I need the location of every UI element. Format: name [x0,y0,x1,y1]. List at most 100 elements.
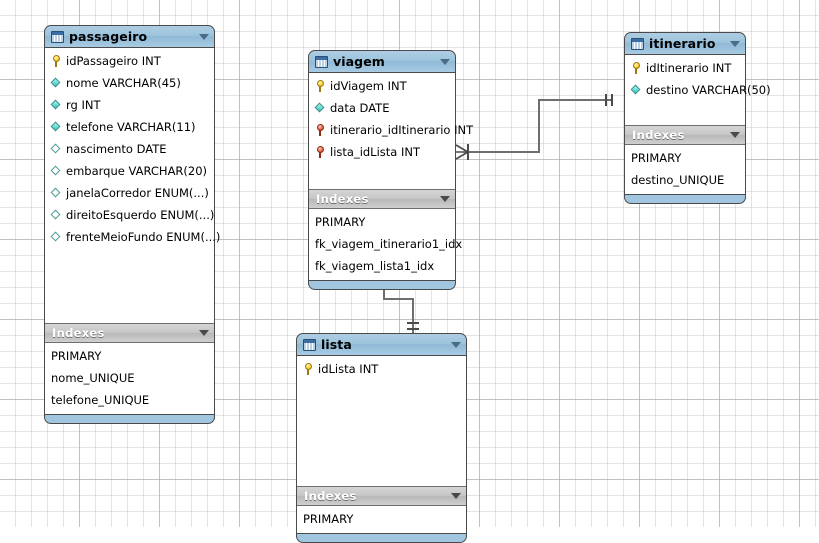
table-footer-viagem [308,281,456,290]
columns-list-passageiro: idPassageiro INT nome VARCHAR(45) rg INT te… [45,48,220,323]
indexes-label: Indexes [52,326,105,340]
chevron-down-icon[interactable] [730,132,740,138]
table-name-itinerario: itinerario [649,36,716,51]
column-label: frenteMeioFundo ENUM(...) [66,230,221,244]
diamond-filled-icon [51,99,62,111]
table-header-lista[interactable]: lista [296,333,467,356]
diamond-filled-icon [631,84,642,96]
column-row[interactable]: telefone VARCHAR(11) [45,116,214,138]
column-row[interactable]: idLista INT [297,358,466,380]
column-label: idPassageiro INT [66,54,161,68]
indexes-header-itinerario[interactable]: Indexes [625,125,745,145]
column-row[interactable]: direitoEsquerdo ENUM(...) [45,204,214,226]
column-label: rg INT [66,98,101,112]
key-foreign-icon [315,124,326,136]
index-row[interactable]: PRIMARY [51,349,102,363]
key-primary-icon [51,55,62,67]
table-icon [303,338,316,351]
column-row[interactable]: idPassageiro INT [45,50,214,72]
index-row[interactable]: PRIMARY [315,215,366,229]
index-row[interactable]: destino_UNIQUE [631,173,725,187]
table-passageiro[interactable]: passageiro idPassageiro INT nome VARCHAR(4… [44,25,220,424]
table-name-lista: lista [321,337,352,352]
chevron-down-icon[interactable] [451,341,461,348]
indexes-label: Indexes [316,192,369,206]
column-label: idViagem INT [330,79,407,93]
indexes-list-lista: PRIMARY [297,506,466,533]
indexes-list-passageiro: PRIMARY nome_UNIQUE telefone_UNIQUE [45,343,214,414]
column-row[interactable]: idItinerario INT [625,57,745,79]
table-header-passageiro[interactable]: passageiro [44,25,215,48]
table-header-itinerario[interactable]: itinerario [624,32,746,55]
chevron-down-icon[interactable] [199,330,209,336]
indexes-list-viagem: PRIMARY fk_viagem_itinerario1_idx fk_viage… [309,209,463,280]
indexes-list-itinerario: PRIMARY destino_UNIQUE [625,145,745,194]
table-name-viagem: viagem [333,54,385,69]
table-icon [631,37,644,50]
column-label: direitoEsquerdo ENUM(...) [66,208,215,222]
table-itinerario[interactable]: itinerario idItinerario INT destino VARCHA… [624,32,771,204]
diamond-hollow-icon [51,143,62,155]
index-row[interactable]: nome_UNIQUE [51,371,135,385]
key-foreign-icon [315,146,326,158]
chevron-down-icon[interactable] [440,196,450,202]
diamond-filled-icon [315,102,326,114]
diamond-hollow-icon [51,165,62,177]
column-row[interactable]: frenteMeioFundo ENUM(...) [45,226,220,248]
columns-list-lista: idLista INT [297,356,466,486]
index-row[interactable]: fk_viagem_lista1_idx [315,259,435,273]
column-label: lista_idLista INT [330,145,421,159]
diamond-hollow-icon [51,209,62,221]
column-label: destino VARCHAR(50) [646,83,771,97]
indexes-header-viagem[interactable]: Indexes [309,189,455,209]
column-row[interactable]: rg INT [45,94,214,116]
chevron-down-icon[interactable] [451,493,461,499]
diamond-filled-icon [51,121,62,133]
column-row[interactable]: janelaCorredor ENUM(...) [45,182,214,204]
column-label: nome VARCHAR(45) [66,76,181,90]
column-label: janelaCorredor ENUM(...) [66,186,209,200]
chevron-down-icon[interactable] [199,33,209,40]
indexes-label: Indexes [632,128,685,142]
columns-list-itinerario: idItinerario INT destino VARCHAR(50) [625,55,771,125]
column-row[interactable]: nome VARCHAR(45) [45,72,214,94]
index-row[interactable]: telefone_UNIQUE [51,393,150,407]
key-primary-icon [631,62,642,74]
column-label: data DATE [330,101,390,115]
table-footer-itinerario [624,195,746,204]
table-icon [315,55,328,68]
column-row[interactable]: itinerario_idItinerario INT [309,119,473,141]
column-label: embarque VARCHAR(20) [66,164,208,178]
column-row[interactable]: destino VARCHAR(50) [625,79,771,101]
column-label: itinerario_idItinerario INT [330,123,474,137]
chevron-down-icon[interactable] [440,58,450,65]
table-name-passageiro: passageiro [69,29,148,44]
column-label: nascimento DATE [66,142,167,156]
table-body-viagem: idViagem INT data DATE itinerario_idItiner… [308,73,473,281]
column-label: idLista INT [318,362,379,376]
diamond-hollow-icon [51,231,62,243]
column-row[interactable]: lista_idLista INT [309,141,455,163]
table-viagem[interactable]: viagem idViagem INT data DATE itinerario_id… [308,50,473,290]
indexes-header-passageiro[interactable]: Indexes [45,323,214,343]
column-label: idItinerario INT [646,61,732,75]
column-label: telefone VARCHAR(11) [66,120,196,134]
table-footer-lista [296,534,467,543]
index-row[interactable]: PRIMARY [631,151,682,165]
table-body-passageiro: idPassageiro INT nome VARCHAR(45) rg INT te… [44,48,220,415]
diamond-hollow-icon [51,187,62,199]
column-row[interactable]: idViagem INT [309,75,455,97]
index-row[interactable]: fk_viagem_itinerario1_idx [315,237,463,251]
column-row[interactable]: embarque VARCHAR(20) [45,160,214,182]
indexes-header-lista[interactable]: Indexes [297,486,466,506]
chevron-down-icon[interactable] [730,40,740,47]
index-row[interactable]: PRIMARY [303,512,354,526]
table-header-viagem[interactable]: viagem [308,50,456,73]
column-row[interactable]: data DATE [309,97,455,119]
column-row[interactable]: nascimento DATE [45,138,214,160]
key-primary-icon [315,80,326,92]
table-body-itinerario: idItinerario INT destino VARCHAR(50) Index… [624,55,771,195]
table-icon [51,30,64,43]
